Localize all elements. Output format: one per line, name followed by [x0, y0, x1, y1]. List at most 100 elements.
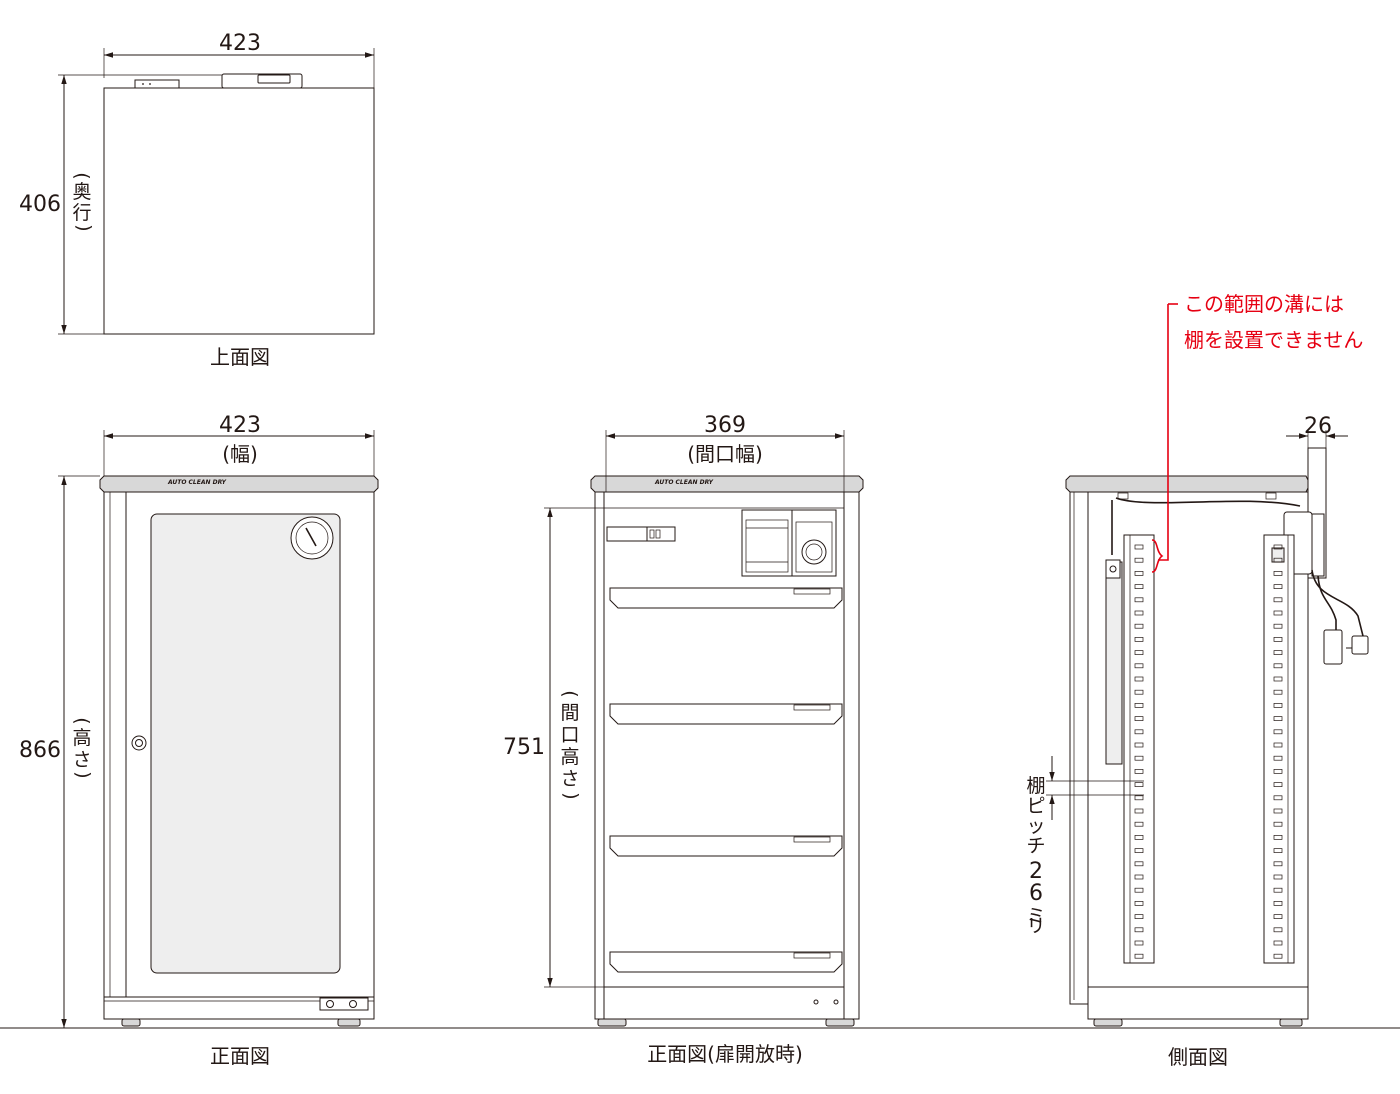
rail-slot — [1134, 901, 1144, 906]
rail-slot — [1273, 887, 1283, 893]
side-door-edge — [1069, 491, 1089, 1005]
side-view — [1046, 303, 1369, 1027]
rail-slot — [1134, 637, 1144, 642]
top-depth-label-3: ) — [73, 224, 95, 231]
note-line-2: 棚を設置できません — [1184, 328, 1363, 352]
shelf-4 — [609, 951, 843, 973]
front-open-view — [544, 430, 864, 1027]
open-height-label-3: 高 — [560, 746, 579, 768]
rail-slot — [1273, 835, 1283, 840]
rail-slot — [1134, 835, 1144, 840]
pitch-label-4: 2 — [1029, 859, 1043, 884]
rail-slot — [1134, 716, 1144, 721]
rail-slot — [1134, 742, 1144, 748]
front-height-label-1: 高 — [72, 727, 91, 749]
front-view-caption: 正面図 — [210, 1044, 270, 1068]
side-shelf-rail-left — [1123, 534, 1155, 964]
rail-slot — [1134, 782, 1144, 787]
rail-slot — [1134, 689, 1144, 695]
rail-slot — [1273, 808, 1283, 814]
rail-slot — [1134, 544, 1144, 550]
open-body — [594, 491, 860, 1020]
shelf-1 — [609, 587, 843, 609]
rail-slot — [1273, 940, 1283, 946]
top-depth-label-2: 行 — [72, 202, 91, 224]
rail-slot — [1134, 729, 1144, 735]
rail-slot — [1273, 716, 1283, 721]
side-top-plate — [1065, 475, 1309, 493]
front-width-label: (幅) — [222, 442, 258, 466]
side-shelf-rail-right — [1263, 534, 1295, 964]
rail-slot — [1134, 821, 1144, 827]
rail-slot — [1273, 637, 1283, 642]
rail-slot — [1134, 940, 1144, 946]
rail-slot — [1273, 689, 1283, 695]
shelf-2 — [609, 703, 843, 725]
rail-slot — [1134, 650, 1144, 655]
front-base — [103, 996, 375, 1020]
rail-slot — [1134, 610, 1144, 616]
open-height-label-0: ( — [559, 690, 581, 697]
rail-slot — [1134, 927, 1144, 933]
note-line-1: この範囲の溝には — [1184, 292, 1344, 316]
pitch-label-3: チ — [1026, 835, 1045, 857]
rail-slot — [1134, 703, 1144, 708]
rail-slot — [1273, 703, 1283, 708]
front-height-label-3: ) — [72, 771, 94, 778]
front-glass-window — [150, 513, 341, 974]
rail-slot — [1134, 861, 1144, 867]
rail-slot — [1134, 597, 1144, 603]
rail-slot — [1273, 795, 1283, 801]
open-height-label-2: 口 — [560, 724, 579, 746]
front-height-value: 866 — [19, 738, 61, 763]
top-hinge-box — [134, 79, 180, 89]
open-height-label-1: 間 — [560, 702, 579, 724]
pitch-label-6: ミ — [1026, 905, 1045, 927]
top-depth-label-0: ( — [71, 172, 93, 179]
rail-slot — [1273, 597, 1283, 603]
side-rail-slots-left — [1134, 544, 1144, 959]
rail-slot — [1273, 782, 1283, 787]
rail-slot — [1134, 887, 1144, 893]
side-panel-depth-value: 26 — [1304, 414, 1332, 439]
open-control-box — [606, 526, 648, 542]
rail-slot — [1273, 874, 1283, 880]
rail-slot — [1273, 557, 1283, 563]
front-switch-panel — [319, 997, 369, 1011]
open-view-caption: 正面図(扉開放時) — [647, 1042, 803, 1066]
open-top-plate — [590, 475, 864, 493]
side-view-caption: 側面図 — [1168, 1045, 1228, 1069]
open-width-value: 369 — [704, 413, 746, 438]
dehumidifier-unit — [741, 509, 793, 577]
open-width-label: (間口幅) — [687, 442, 763, 466]
front-brand-logo: AUTO CLEAN DRY — [167, 479, 227, 486]
rail-slot — [1273, 729, 1283, 735]
front-view — [58, 430, 379, 1028]
pitch-label-7: リ — [1026, 915, 1045, 937]
pitch-label-1: ピ — [1026, 795, 1045, 817]
power-plug-icon — [1323, 629, 1343, 665]
rail-slot — [1134, 557, 1144, 563]
open-brand-logo: AUTO CLEAN DRY — [654, 479, 714, 486]
rail-slot — [1134, 663, 1144, 669]
rail-slot — [1134, 795, 1144, 801]
rail-slot — [1273, 769, 1283, 774]
rail-slot — [1134, 848, 1144, 853]
rail-slot — [1273, 755, 1283, 761]
rail-slot — [1273, 544, 1283, 550]
rail-slot — [1134, 755, 1144, 761]
rail-slot — [1134, 623, 1144, 629]
top-depth-value: 406 — [19, 192, 61, 217]
rail-slot — [1134, 769, 1144, 774]
front-height-label-2: さ — [72, 749, 91, 771]
note-bracket — [1151, 539, 1164, 573]
rail-slot — [1134, 914, 1144, 919]
rail-slot — [1273, 571, 1283, 576]
rail-slot — [1134, 676, 1144, 682]
lock-icon — [131, 735, 147, 751]
front-width-value: 423 — [219, 413, 261, 438]
pitch-label-0: 棚 — [1026, 775, 1045, 797]
rail-slot — [1273, 861, 1283, 867]
rail-slot — [1273, 610, 1283, 616]
